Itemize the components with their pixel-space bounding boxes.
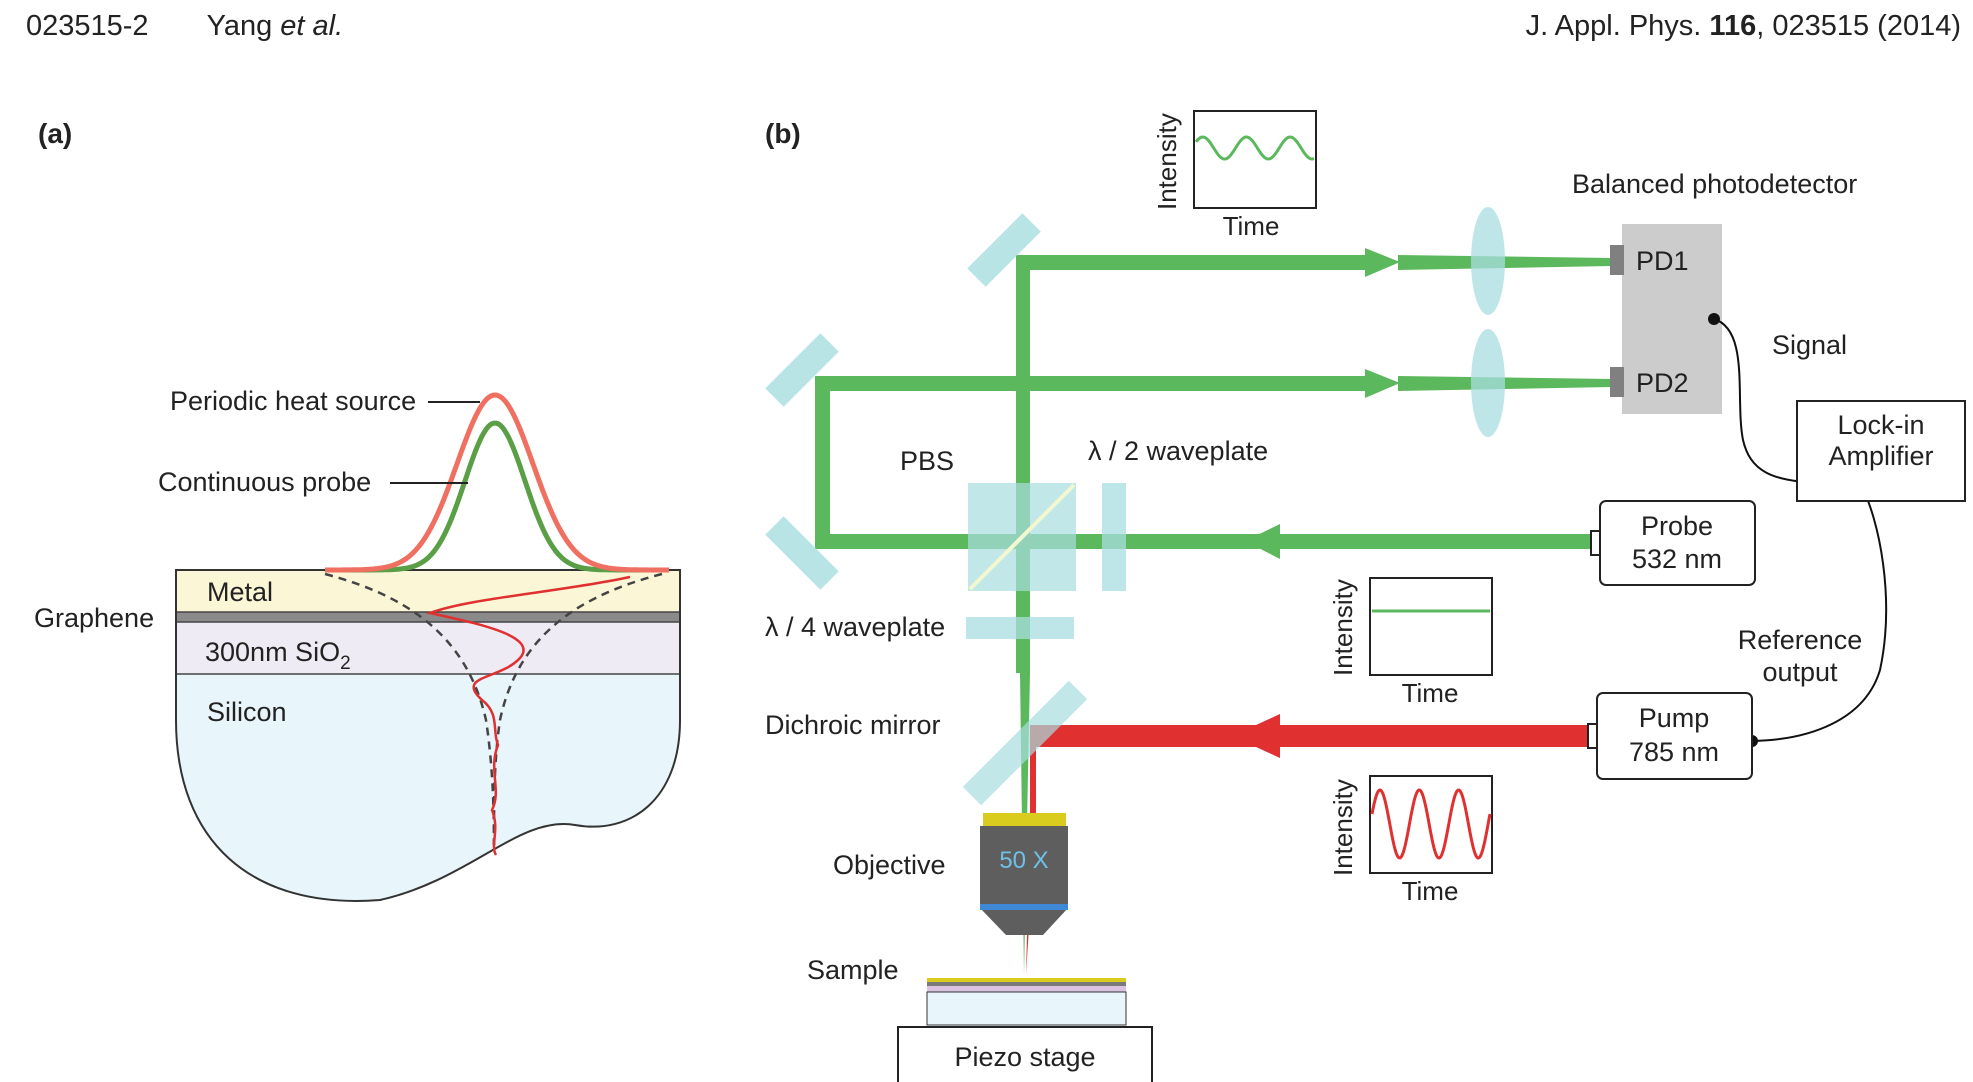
label-objective: Objective [833, 850, 946, 880]
sample-substrate [926, 991, 1127, 1026]
green-vertical-upper [1016, 255, 1030, 673]
journal-article: , 023515 (2014) [1756, 10, 1961, 42]
inset-plot-probe-xlabel: Time [1402, 678, 1459, 708]
lockin-amplifier-box [1796, 400, 1966, 502]
quarter-waveplate [966, 617, 1074, 639]
label-half-waveplate: λ / 2 waveplate [1088, 436, 1268, 466]
mirror-left-top [765, 333, 839, 407]
continuous-probe-curve [340, 420, 650, 573]
green-beam-to-pd2 [815, 376, 1371, 391]
sample-metal [927, 978, 1126, 982]
objective-top-ring [983, 813, 1066, 826]
label-piezo-stage: Piezo stage [954, 1042, 1095, 1072]
pd2-sensor [1610, 367, 1624, 397]
label-pd1: PD1 [1636, 246, 1689, 276]
authors: Yang et al. [207, 10, 344, 42]
objective-body [980, 826, 1068, 935]
label-pd2: PD2 [1636, 368, 1689, 398]
label-signal: Signal [1772, 330, 1847, 360]
label-lockin: Lock-in [1837, 410, 1924, 440]
label-reference: Reference [1738, 625, 1863, 655]
sample-sio2 [927, 986, 1126, 992]
label-periodic-heat-source: Periodic heat source [170, 386, 416, 416]
pump-laser-aperture [1587, 723, 1598, 749]
signal-out-terminal [1708, 313, 1720, 325]
panel-a: (a) Periodic heat source Continuous prob… [34, 118, 681, 902]
mirror-top [967, 213, 1041, 287]
inset-plot-pd-signal-xlabel: Time [1223, 211, 1280, 241]
pd1-sensor [1610, 245, 1624, 275]
inset-plot-probe-ylabel: Intensity [1328, 579, 1358, 676]
lens-pd1 [1471, 207, 1505, 315]
label-sio2: 300nm SiO2 [205, 637, 351, 674]
piezo-stage-box [897, 1026, 1153, 1082]
sample-graphene [927, 982, 1126, 986]
sio2-layer [176, 622, 680, 674]
inset-plot-pump: Intensity Time [1328, 775, 1493, 906]
inset-plot-pump-frame [1369, 775, 1493, 874]
inset-plot-pd-signal-frame [1193, 110, 1317, 209]
metal-layer [176, 570, 680, 612]
red-pump-beam [1026, 714, 1590, 975]
layer-stack [176, 570, 680, 901]
journal-name: J. Appl. Phys. [1525, 10, 1702, 42]
page-header-left: 023515-2 Yang et al. [26, 10, 343, 43]
label-graphene: Graphene [34, 603, 154, 633]
panel-a-label: (a) [38, 118, 72, 149]
label-amplifier: Amplifier [1828, 441, 1933, 471]
green-beam-to-pd1 [1016, 255, 1370, 270]
page-number: 023515-2 [26, 10, 149, 42]
half-waveplate [1102, 483, 1126, 591]
inset-plot-pd-signal-wave [1194, 135, 1315, 161]
label-silicon: Silicon [207, 697, 287, 727]
panel-b-label: (b) [765, 118, 801, 149]
graphene-layer [176, 612, 680, 622]
panel-b: (b) [765, 110, 1966, 1082]
author-etal: et al. [280, 10, 344, 42]
label-pbs: PBS [900, 446, 954, 476]
label-pump: Pump [1639, 703, 1710, 733]
lens-pd2 [1471, 329, 1505, 437]
label-continuous-probe: Continuous probe [158, 467, 371, 497]
inset-plot-pump-xlabel: Time [1402, 876, 1459, 906]
reference-cable [1751, 482, 1888, 742]
label-reference-output: output [1762, 657, 1838, 687]
label-balanced-photodetector: Balanced photodetector [1572, 169, 1857, 199]
signal-cable [1713, 318, 1824, 484]
label-probe: Probe [1641, 511, 1713, 541]
inset-plot-probe: Intensity Time [1328, 577, 1493, 708]
thermal-wave-curve [425, 575, 631, 856]
probe-laser-aperture [1590, 530, 1601, 556]
dichroic-mirror [962, 680, 1088, 806]
author-name: Yang [206, 10, 273, 42]
inset-plot-pump-wave [1370, 788, 1492, 860]
label-quarter-waveplate: λ / 4 waveplate [765, 612, 945, 642]
inset-plot-probe-frame [1369, 577, 1493, 676]
balanced-photodetector-box [1622, 224, 1722, 414]
label-metal: Metal [207, 577, 273, 607]
label-objective-mag: 50 X [999, 847, 1048, 874]
sample-outline [175, 569, 681, 902]
inset-plot-pd-signal: Intensity Time [1152, 110, 1317, 241]
objective-blue-band [980, 904, 1068, 910]
journal-citation: J. Appl. Phys. 116, 023515 (2014) [1526, 10, 1961, 43]
green-left-vertical [815, 376, 830, 548]
label-pump-wavelength: 785 nm [1629, 737, 1719, 767]
periodic-heat-source-curve [325, 392, 669, 573]
inset-plot-pd-signal-ylabel: Intensity [1152, 113, 1182, 210]
label-dichroic-mirror: Dichroic mirror [765, 710, 941, 740]
pbs-diagonal [968, 483, 1076, 591]
inset-plot-pump-ylabel: Intensity [1328, 779, 1358, 876]
green-probe-beam [815, 534, 1595, 549]
label-probe-wavelength: 532 nm [1632, 544, 1722, 574]
mirror-left-bottom [765, 516, 839, 590]
label-sample: Sample [807, 955, 899, 985]
journal-volume: 116 [1709, 10, 1757, 42]
